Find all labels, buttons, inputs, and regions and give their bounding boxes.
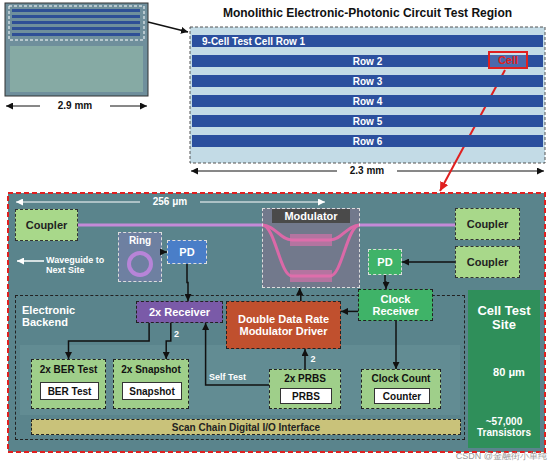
title-text: Monolithic Electronic-Photonic Circuit T…: [223, 6, 512, 20]
node-text: Clock Receiver: [359, 293, 432, 317]
dimension-label: 2.3 mm: [337, 165, 397, 177]
clock-count-group: Clock CountCounter: [361, 369, 441, 409]
backend-group: Electronic Backend 2x ReceiverDouble Data…: [15, 295, 465, 440]
node-text: 2x BER Test: [40, 364, 98, 375]
driver-box: Double Data Rate Modulator Driver: [226, 301, 341, 349]
signal-connector: [304, 349, 306, 369]
signal-connector: [385, 275, 386, 289]
diagram-title: Monolithic Electronic-Photonic Circuit T…: [190, 6, 545, 20]
prbs-box: PRBS: [280, 388, 332, 404]
cell-detail-frame: [8, 193, 545, 452]
signal-connector: [69, 323, 150, 359]
chip-logic-area: [10, 46, 143, 92]
coupler-box: Coupler: [455, 246, 520, 278]
watermark: CSDN @金融街小单纯: [385, 451, 547, 461]
test-region-photo: [190, 27, 545, 163]
row-band: Row 2 Cell: [192, 55, 543, 67]
node-text: Counter: [383, 391, 421, 402]
clock-receiver-box: Clock Receiver: [358, 289, 433, 321]
dimension-label: 2.9 mm: [40, 100, 110, 112]
edge-label: 2: [174, 329, 179, 339]
receiver-box: 2x Receiver: [136, 301, 223, 323]
signal-connector: [166, 323, 171, 359]
row-band: Row 5: [192, 115, 543, 127]
ber-test-box: BER Test: [40, 382, 99, 400]
signal-connector: [162, 251, 167, 253]
snapshot-group: 2x SnapshotSnapshot: [113, 359, 189, 409]
row-band: Row 4: [192, 95, 543, 107]
row-band: Row 3: [192, 75, 543, 87]
zoom-arrow: [148, 22, 188, 32]
waveguide-connector: [360, 224, 455, 227]
signal-connector: [395, 321, 397, 369]
modulator-box: Modulator: [262, 208, 360, 288]
dimension-label: 256 μm: [140, 196, 200, 208]
node-text: BER Test: [48, 386, 92, 397]
node-text: 2x Receiver: [149, 306, 210, 318]
prbs-group: 2x PRBS PRBS: [269, 369, 341, 409]
node-text: Coupler: [467, 218, 509, 230]
node-text: Coupler: [467, 256, 509, 268]
counter-box: Counter: [374, 388, 430, 404]
row-band: Row 6: [192, 135, 543, 147]
node-text: Row 5: [353, 116, 382, 127]
coupler-box: Coupler: [455, 208, 520, 240]
node-text: Row 2: [353, 56, 382, 67]
chip-stripe: [12, 15, 140, 18]
node-text: Ring: [129, 235, 151, 246]
node-text: Row 4: [353, 96, 382, 107]
coupler-box: Coupler: [15, 209, 78, 241]
ber-test-group: 2x BER TestBER Test: [31, 359, 106, 409]
node-text: 9-Cell Test Cell Row 1: [202, 36, 305, 47]
node-text: PD: [377, 256, 392, 268]
node-text: Cell: [498, 54, 518, 66]
waveguide-connector: [78, 224, 262, 227]
node-text: Electronic Backend: [22, 304, 92, 328]
node-text: Coupler: [26, 219, 68, 231]
chip-stripe: [12, 27, 140, 30]
zoom-arrow: [440, 70, 505, 191]
signal-connector: [187, 264, 188, 301]
node-text: Row 3: [353, 76, 382, 87]
cell-highlight: Cell: [488, 51, 528, 69]
node-text: Clock Count: [372, 373, 431, 384]
photo-texture: [20, 345, 460, 415]
node-text: Scan Chain Digital I/O Interface: [172, 422, 320, 433]
signal-connector: [300, 288, 301, 301]
node-text: Modulator: [272, 209, 349, 223]
chip-stripe: [12, 21, 140, 24]
node-text: Snapshot: [129, 386, 175, 397]
photodetector-box: PD: [368, 249, 402, 275]
row-band: 9-Cell Test Cell Row 1: [192, 35, 543, 47]
photodetector-box: PD: [167, 240, 207, 264]
chip-photo: [5, 3, 148, 96]
signal-connector: [206, 323, 269, 385]
node-text: Double Data Rate Modulator Driver: [227, 313, 340, 337]
chip-region-frame: [9, 6, 144, 40]
node-text: Row 6: [353, 136, 382, 147]
edge-label: Self Test: [209, 372, 246, 382]
node-text: Cell Test Site: [471, 304, 537, 333]
scan-chain-bar: Scan Chain Digital I/O Interface: [31, 419, 461, 435]
edge-label: 2: [311, 354, 316, 364]
ring-box: Ring: [118, 232, 162, 282]
waveguide-label: Waveguide to Next Site: [46, 255, 116, 276]
dimension-label: 80 μm: [480, 366, 538, 379]
chip-stripe: [12, 33, 140, 36]
snapshot-box: Snapshot: [122, 382, 182, 400]
waveguide-arrow: [17, 260, 44, 262]
signal-connector: [341, 311, 358, 313]
node-text: 2x PRBS: [284, 373, 326, 384]
node-text: 2x Snapshot: [121, 364, 180, 375]
chip-stripe: [12, 9, 140, 12]
node-text: ~57,000 Transistors: [471, 416, 537, 438]
node-text: PD: [179, 246, 194, 258]
signal-connector: [402, 261, 455, 263]
node-text: PRBS: [292, 391, 320, 402]
